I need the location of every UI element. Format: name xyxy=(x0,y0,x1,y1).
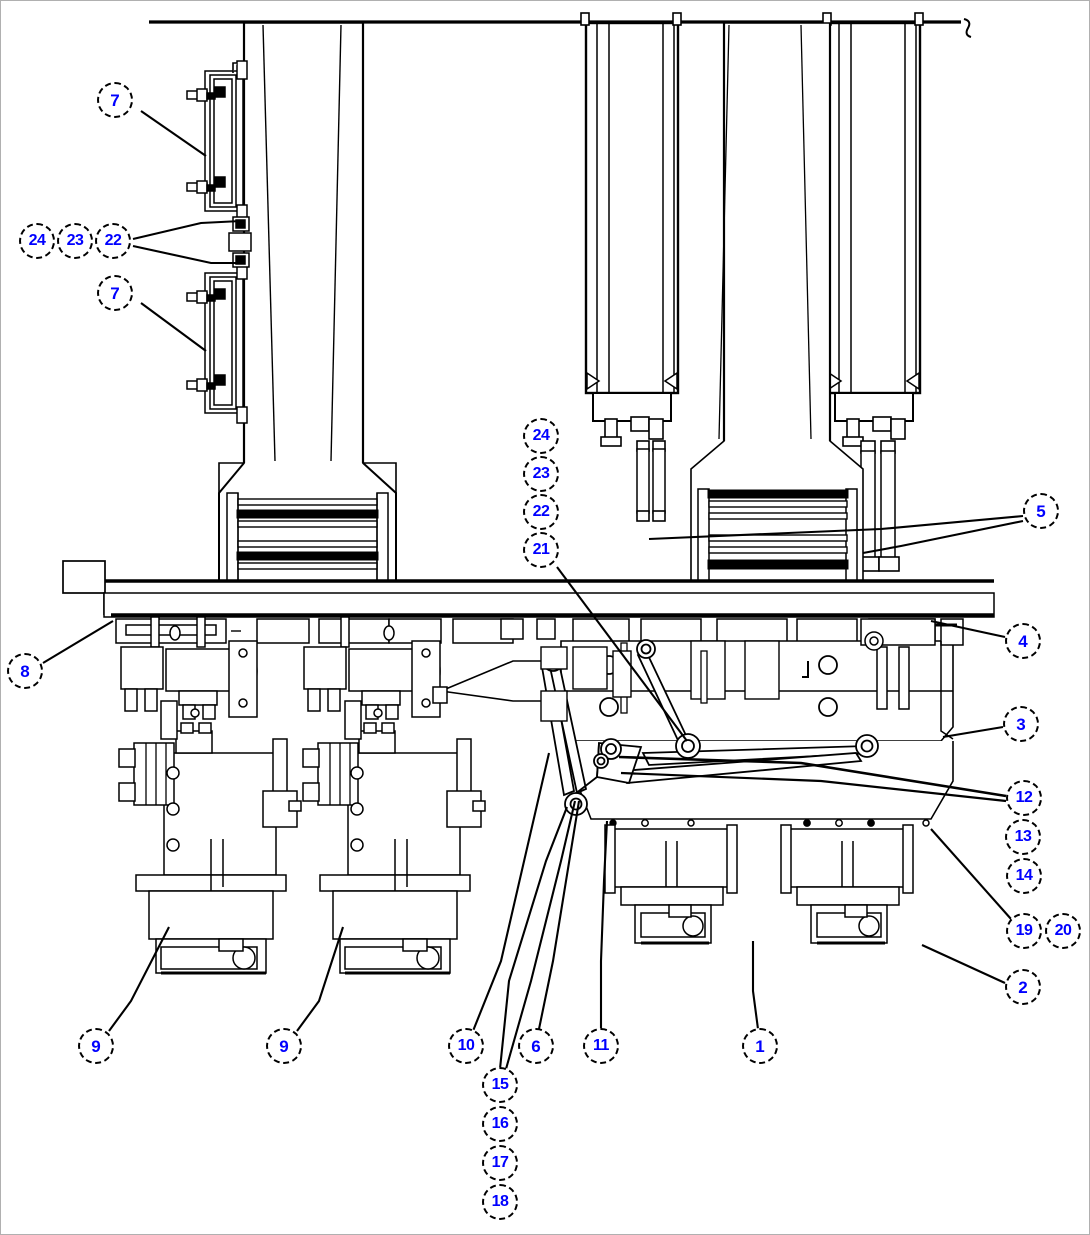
callout-14[interactable]: 14 xyxy=(1006,858,1042,894)
callout-24-center[interactable]: 24 xyxy=(523,418,559,454)
callout-23-center[interactable]: 23 xyxy=(523,456,559,492)
callout-6[interactable]: 6 xyxy=(518,1028,554,1064)
pump-module-right-1 xyxy=(604,824,738,945)
callout-12[interactable]: 12 xyxy=(1006,780,1042,816)
center-small-mechanism xyxy=(540,646,632,722)
callout-7-lower[interactable]: 7 xyxy=(97,275,133,311)
callout-20[interactable]: 20 xyxy=(1045,913,1081,949)
callout-1[interactable]: 1 xyxy=(742,1028,778,1064)
pump-module-left-2 xyxy=(302,700,486,975)
pump-module-left-1 xyxy=(118,700,302,975)
main-deck-plate xyxy=(62,560,995,618)
callout-22-center[interactable]: 22 xyxy=(523,494,559,530)
left-column-fin-detail xyxy=(226,492,389,582)
lower-rail-bracket-assembly xyxy=(186,262,248,424)
callout-22-left[interactable]: 22 xyxy=(95,223,131,259)
callout-11[interactable]: 11 xyxy=(583,1028,619,1064)
right-tapered-column xyxy=(690,22,864,582)
callout-9-left[interactable]: 9 xyxy=(78,1028,114,1064)
callout-leader-lines xyxy=(42,110,1024,1070)
callout-2[interactable]: 2 xyxy=(1005,969,1041,1005)
callout-15[interactable]: 15 xyxy=(482,1067,518,1103)
callout-21-center[interactable]: 21 xyxy=(523,532,559,568)
right-frame-detail xyxy=(432,618,964,740)
callout-9-right[interactable]: 9 xyxy=(266,1028,302,1064)
callout-24-left[interactable]: 24 xyxy=(19,223,55,259)
hydraulic-cylinder-left-pair xyxy=(580,12,682,522)
callout-17[interactable]: 17 xyxy=(482,1145,518,1181)
callout-19[interactable]: 19 xyxy=(1006,913,1042,949)
callout-7-upper[interactable]: 7 xyxy=(97,82,133,118)
callout-16[interactable]: 16 xyxy=(482,1106,518,1142)
pin-shackle-blocks xyxy=(228,216,252,268)
callout-10[interactable]: 10 xyxy=(448,1028,484,1064)
upper-rail-bracket-assembly xyxy=(186,60,248,224)
left-tapered-column xyxy=(218,22,397,582)
valve-block-left-2 xyxy=(303,640,441,720)
pump-module-right-2 xyxy=(780,824,914,945)
right-column-fin-detail xyxy=(697,488,858,582)
callout-18[interactable]: 18 xyxy=(482,1184,518,1220)
callout-13[interactable]: 13 xyxy=(1005,819,1041,855)
callout-3[interactable]: 3 xyxy=(1003,706,1039,742)
callout-5[interactable]: 5 xyxy=(1023,493,1059,529)
valve-block-left-1 xyxy=(120,640,258,720)
callout-4[interactable]: 4 xyxy=(1005,623,1041,659)
hydraulic-cylinder-right-pair xyxy=(822,12,924,572)
callout-8[interactable]: 8 xyxy=(7,653,43,689)
callout-23-left[interactable]: 23 xyxy=(57,223,93,259)
